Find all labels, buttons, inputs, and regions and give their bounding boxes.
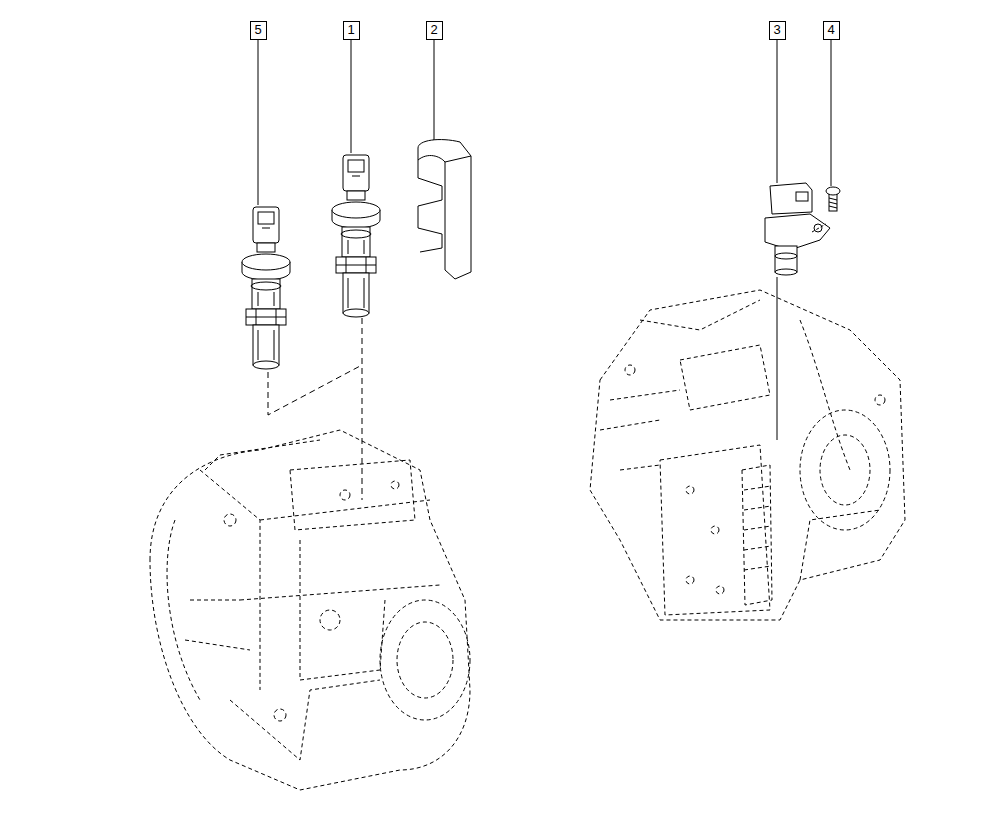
illustration-line <box>362 318 363 500</box>
illustration-line <box>242 207 290 369</box>
illustration-line <box>200 470 260 690</box>
callout-number: 1 <box>343 21 360 40</box>
illustration-line <box>205 440 320 470</box>
illustration-line <box>391 481 399 489</box>
illustration-line <box>831 40 832 186</box>
illustration-line <box>224 514 236 526</box>
illustration-line <box>800 510 880 580</box>
protective-cover-2 <box>418 140 471 279</box>
illustration-line <box>765 214 830 250</box>
illustration-line <box>744 486 771 570</box>
illustration-line <box>660 445 770 615</box>
illustration-line <box>300 540 385 680</box>
illustration-line <box>686 576 694 584</box>
illustration-line <box>230 680 380 760</box>
illustration-line <box>796 192 808 201</box>
callout-number: 4 <box>823 21 840 40</box>
sensor-3 <box>765 183 830 275</box>
illustration-line <box>800 320 850 470</box>
illustration-line <box>434 40 435 140</box>
illustration-line <box>185 600 250 650</box>
illustration-line <box>775 269 797 275</box>
illustration-line <box>274 709 286 721</box>
illustration-line <box>686 486 694 494</box>
fitting-lines <box>268 318 362 500</box>
gearbox-left <box>150 430 470 790</box>
illustration-line <box>600 390 680 470</box>
illustration-line <box>240 585 440 600</box>
illustration-line <box>332 155 380 317</box>
illustration-line <box>777 277 778 440</box>
illustration-line <box>150 430 470 790</box>
illustration-line <box>800 410 890 530</box>
illustration-line <box>829 193 837 211</box>
illustration-line <box>640 300 760 330</box>
illustration-line <box>812 224 826 232</box>
illustration-line <box>775 246 797 272</box>
bolt-4 <box>826 187 840 211</box>
illustration-line <box>290 460 415 530</box>
illustration-line <box>875 395 885 405</box>
illustration-line <box>829 198 837 208</box>
illustration-line <box>268 365 362 415</box>
gearbox-right <box>590 290 905 620</box>
illustration-line <box>260 500 430 520</box>
illustration-line <box>320 610 340 630</box>
illustration-line <box>590 290 905 620</box>
illustration-line <box>418 160 442 252</box>
leader-lines <box>258 40 831 440</box>
illustration-line <box>340 490 350 500</box>
illustration-line <box>711 526 719 534</box>
illustration-line <box>397 622 453 698</box>
speed-sensor-5 <box>242 207 290 369</box>
illustration-line <box>351 40 352 153</box>
illustration-line <box>716 586 724 594</box>
illustration-line <box>820 435 870 505</box>
illustration-line <box>775 253 797 259</box>
illustration-line <box>258 40 259 205</box>
illustration-line <box>445 156 471 162</box>
callout-number: 3 <box>769 21 786 40</box>
illustration-line <box>418 140 471 279</box>
illustration-line <box>167 520 200 700</box>
pressure-sensor-1 <box>332 155 380 317</box>
illustration-line <box>777 40 778 183</box>
illustration-line <box>625 365 635 375</box>
illustration-line <box>380 600 470 720</box>
illustration-line <box>826 187 840 195</box>
illustration-line <box>742 465 772 605</box>
illustration-line <box>770 183 812 214</box>
callout-number: 5 <box>250 21 267 40</box>
illustration-line <box>680 345 770 410</box>
callout-number: 2 <box>426 21 443 40</box>
